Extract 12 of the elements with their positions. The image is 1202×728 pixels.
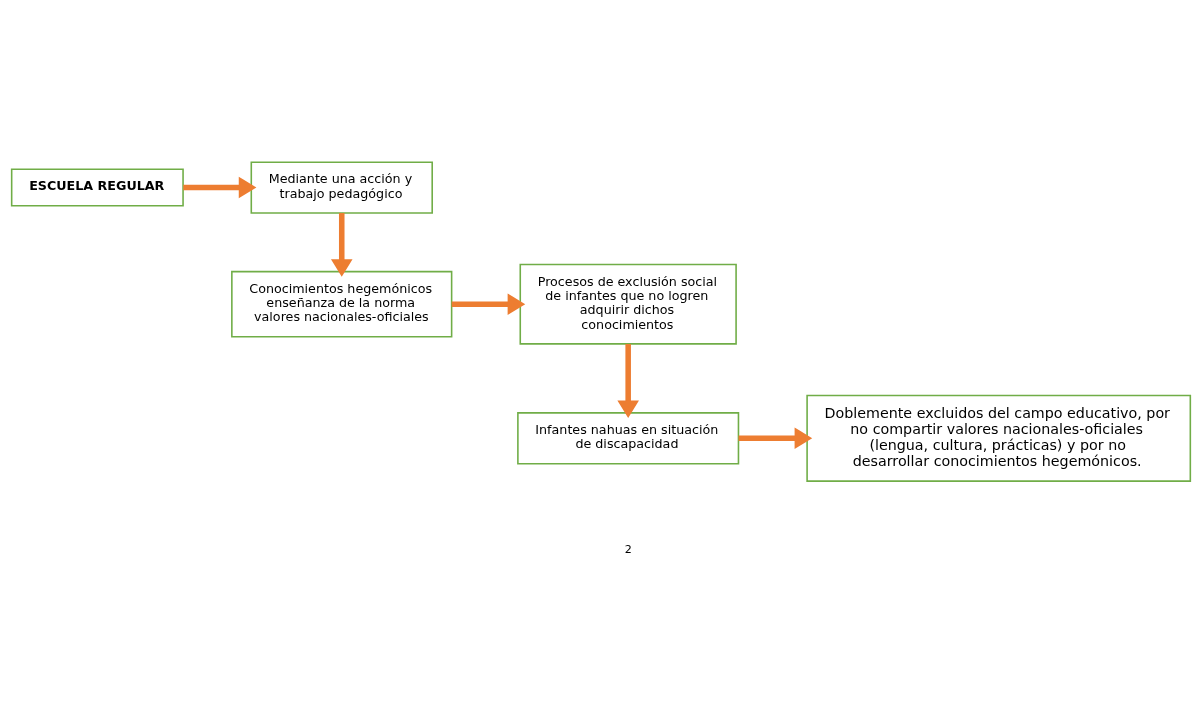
arrow <box>451 292 526 315</box>
arrow <box>330 212 353 277</box>
label: 2 <box>624 542 632 556</box>
arrow <box>738 427 813 449</box>
arrow <box>183 176 257 198</box>
node-box: ESCUELA REGULAR <box>10 168 184 207</box>
arrow <box>617 343 639 418</box>
node-box: Mediante una acción y trabajo pedagógico <box>250 160 433 214</box>
node-box: Procesos de exclusión social de infantes que no logren adquirir dichos conocimientos <box>519 263 737 345</box>
node-box: Infantes nahuas en situación de discapacidad <box>517 411 740 464</box>
node-box: Doblemente excluidos del campo educativo, por no compartir valores nacionales-oficiales (lengua, cultura, prácticas) y por no desarrollar conocimientos hegemónicos. <box>806 394 1192 482</box>
node-box: Conocimientos hegemónicos enseñanza de la norma valores nacionales-oficiales <box>231 270 453 338</box>
